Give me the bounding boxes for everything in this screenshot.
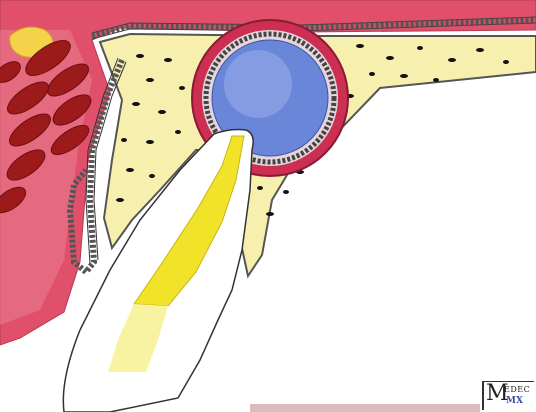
- cyst-lumen-highlight: [224, 50, 292, 118]
- logo-text-top: EDEC: [504, 385, 530, 394]
- logo-text-bottom: MX: [506, 396, 523, 406]
- medecmx-logo: M EDEC MX: [482, 381, 534, 410]
- bottom-fade-band: [250, 404, 480, 412]
